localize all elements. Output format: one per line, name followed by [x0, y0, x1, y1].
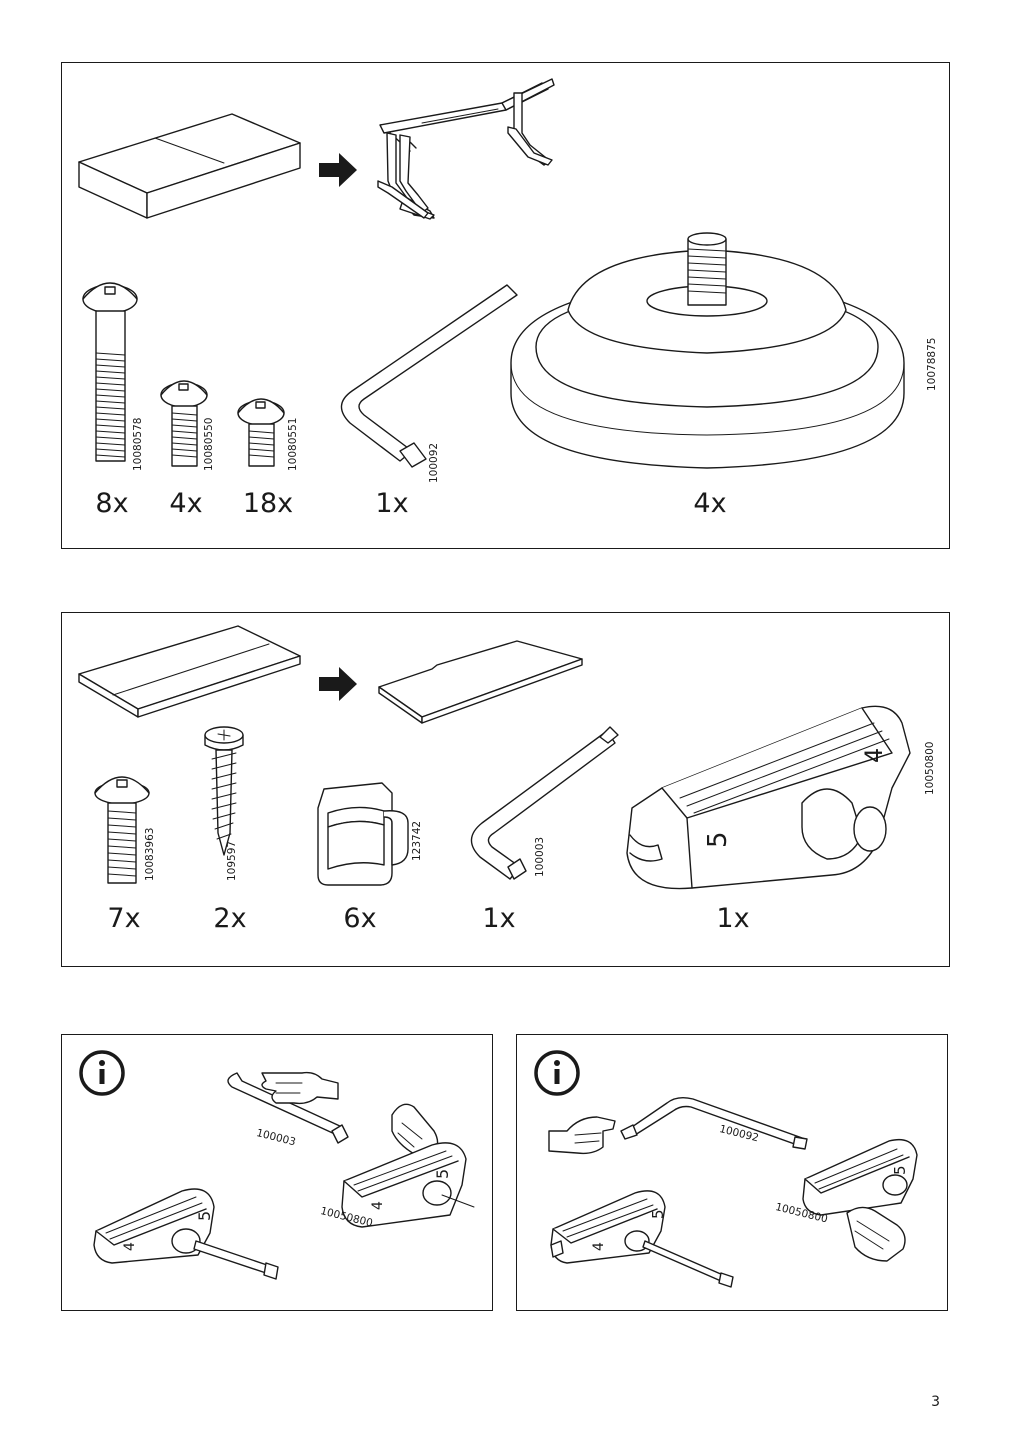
mounting-tool-illustration: 5: [802, 1138, 918, 1216]
quantity-label: 7x: [107, 903, 141, 934]
tool-number-4: 4: [591, 1242, 607, 1251]
quantity-label: 18x: [242, 488, 294, 519]
short-bolt-illustration: [237, 398, 285, 467]
page-number: 3: [931, 1394, 940, 1410]
parts-panel-frame: 10080578 10080550 10080551 100092 100788…: [61, 62, 950, 549]
part-number-label: 10080578: [132, 417, 144, 471]
part-number-label: 10078875: [926, 337, 938, 391]
allen-key-illustration: [620, 1096, 808, 1150]
tool-number-5: 5: [891, 1165, 909, 1175]
quantity-label: 2x: [213, 903, 247, 934]
part-number-label: 10050800: [924, 741, 936, 795]
tool-number-5: 5: [195, 1211, 214, 1221]
tool-number-5: 5: [703, 831, 733, 848]
mounting-tool-with-key-illustration: 5 4: [93, 1188, 279, 1280]
tabletop-illustration: [378, 640, 583, 724]
quantity-label: 1x: [482, 903, 516, 934]
tool-number-4: 4: [860, 748, 888, 763]
allen-key-illustration: [470, 726, 619, 880]
mounting-tool-illustration: 5 4: [341, 1142, 475, 1228]
allen-key-illustration: [227, 1072, 349, 1144]
part-number-label: 123742: [411, 820, 423, 861]
quantity-label: 4x: [169, 488, 203, 519]
desk-frame-illustration: [377, 78, 555, 220]
arrow-right-icon: [319, 667, 357, 701]
part-number-label: 10080550: [203, 417, 215, 471]
wood-screw-illustration: [204, 726, 244, 856]
tool-number-5: 5: [649, 1209, 667, 1219]
long-bolt-illustration: [82, 282, 138, 462]
mounting-tool-illustration: 5 4: [626, 705, 911, 890]
hand-pressing-icon: [391, 1103, 439, 1156]
allen-key-illustration: [340, 284, 518, 468]
info-panel-right-illustrations: 5 5 4: [534, 1050, 918, 1288]
tool-number-5: 5: [433, 1169, 452, 1179]
parts-panel-frame-illustrations: [78, 78, 905, 469]
hand-holding-icon: [846, 1206, 906, 1262]
part-number-label: 109597: [226, 840, 238, 881]
part-number-label: 10083963: [144, 827, 156, 881]
quantity-label: 6x: [343, 903, 377, 934]
adjustable-foot-illustration: [510, 232, 905, 469]
quantity-label: 4x: [693, 488, 727, 519]
tool-number-4: 4: [122, 1242, 138, 1251]
quantity-label: 1x: [716, 903, 750, 934]
info-icon: [534, 1050, 580, 1096]
flat-package-illustration: [78, 113, 301, 219]
part-number-label: 100003: [534, 836, 546, 877]
screw-illustration: [94, 776, 150, 884]
pointing-hand-icon: [261, 1071, 339, 1105]
cable-clip-illustration: [317, 782, 409, 886]
pointing-hand-icon: [548, 1116, 616, 1155]
quantity-label: 8x: [95, 488, 129, 519]
info-icon: [79, 1050, 125, 1096]
info-panel-left: 5 4 5 4 100003 10050800: [61, 1034, 493, 1311]
arrow-right-icon: [319, 153, 357, 187]
mounting-tool-with-key-illustration: 5 4: [550, 1190, 734, 1288]
parts-panel-top-illustrations: 5 4: [78, 625, 911, 890]
info-panel-left-illustrations: 5 4 5 4: [79, 1050, 475, 1280]
quantity-label: 1x: [375, 488, 409, 519]
tabletop-package-illustration: [78, 625, 301, 718]
part-number-label: 10080551: [287, 417, 299, 471]
part-number-label: 100092: [428, 442, 440, 483]
info-panel-right: 5 5 4 100092 10050800: [516, 1034, 948, 1311]
medium-bolt-illustration: [160, 380, 208, 467]
parts-panel-top: 5 4 10083963 109597 123742 100003 100508…: [61, 612, 950, 967]
tool-number-4: 4: [370, 1201, 386, 1210]
